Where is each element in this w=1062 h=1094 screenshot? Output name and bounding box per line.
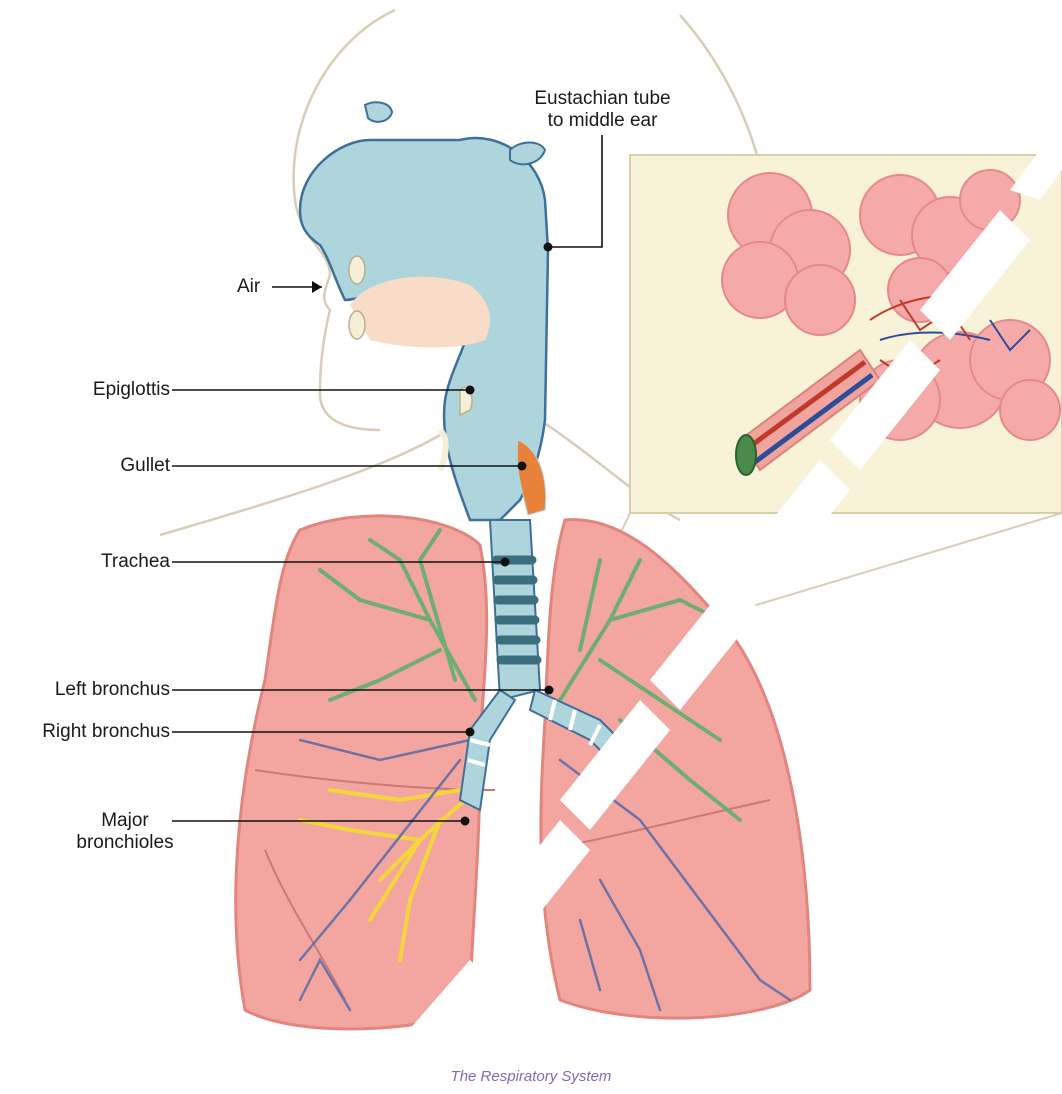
gullet-tube <box>517 440 545 515</box>
trachea-tube <box>490 520 540 700</box>
label-right-bronchus: Right bronchus <box>0 721 170 743</box>
figure-caption: The Respiratory System <box>0 1068 1062 1085</box>
air-arrow-icon <box>312 281 322 293</box>
label-gullet: Gullet <box>20 455 170 477</box>
upper-airway <box>300 102 548 520</box>
alveoli-inset <box>630 155 1062 513</box>
label-eustachian-tube-line1: Eustachian tube <box>505 88 700 110</box>
label-major-bronchioles-line2: bronchioles <box>60 832 190 854</box>
label-major-bronchioles: Major bronchioles <box>60 810 190 854</box>
label-eustachian-tube-line2: to middle ear <box>505 110 700 132</box>
label-major-bronchioles-line1: Major <box>60 810 190 832</box>
label-trachea: Trachea <box>20 551 170 573</box>
label-epiglottis: Epiglottis <box>20 379 170 401</box>
right-lung <box>236 516 495 1029</box>
label-left-bronchus: Left bronchus <box>0 679 170 701</box>
label-eustachian-tube: Eustachian tube to middle ear <box>505 88 700 132</box>
label-air: Air <box>237 276 260 298</box>
